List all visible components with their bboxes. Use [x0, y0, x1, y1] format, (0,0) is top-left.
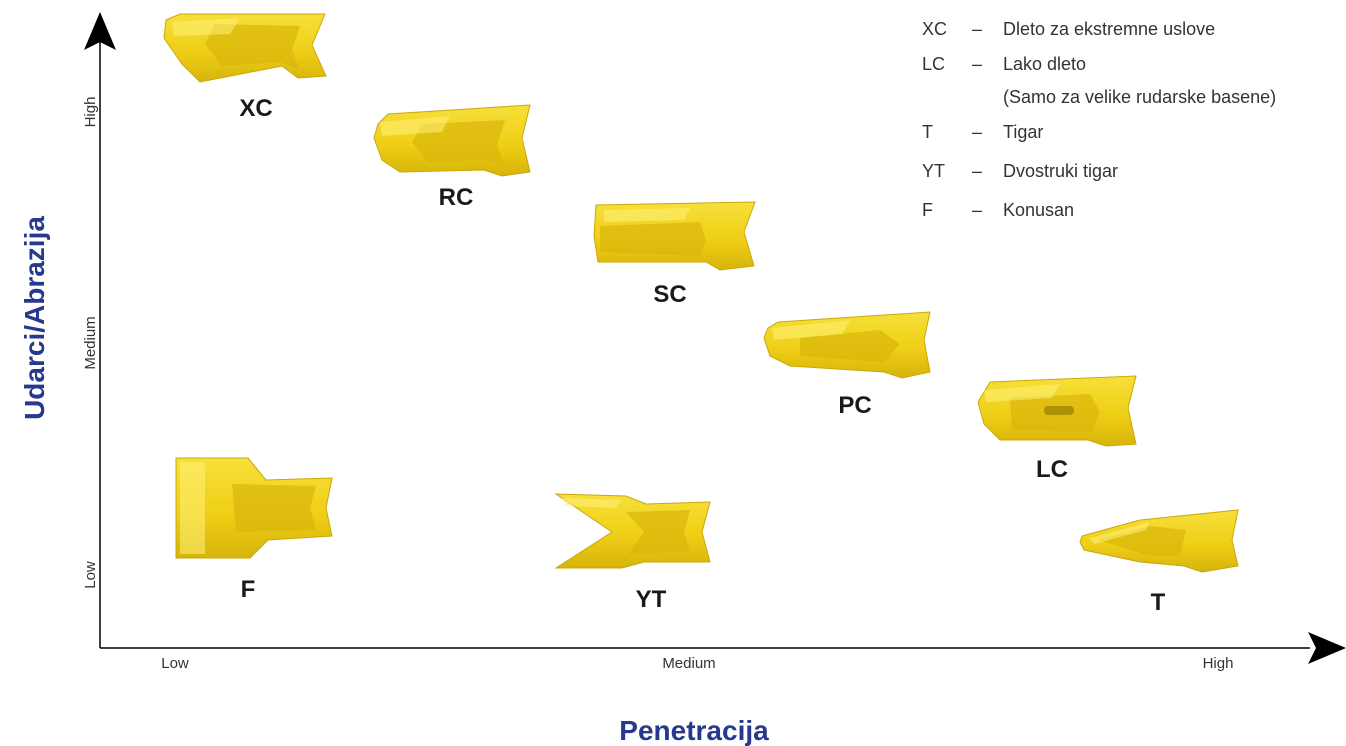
tooth-yt-label: YT — [636, 586, 667, 613]
legend-text-note: (Samo za velike rudarske basene) — [1003, 87, 1276, 107]
tooth-t: T — [1079, 509, 1239, 616]
y-tick-high: High — [82, 97, 99, 128]
x-axis-title: Penetracija — [619, 715, 769, 746]
legend-text: Konusan — [1003, 200, 1074, 220]
legend-dash: – — [972, 161, 982, 181]
x-axis-arrow-icon — [1308, 632, 1346, 664]
tooth-xc-label: XC — [239, 95, 272, 122]
x-tick-medium: Medium — [662, 655, 715, 672]
x-tick-low: Low — [161, 655, 189, 672]
legend-item-f: F – Konusan — [922, 200, 1074, 220]
legend-dash: – — [972, 122, 982, 142]
y-axis-arrow-icon — [84, 12, 116, 50]
tooth-rc-label: RC — [439, 184, 474, 211]
legend-text: Lako dleto — [1003, 54, 1086, 74]
legend-item-lc: LC – Lako dleto (Samo za velike rudarske… — [922, 54, 1276, 107]
tooth-pc-label: PC — [838, 392, 871, 419]
tooth-pc: PC — [763, 311, 931, 419]
tooth-f: F — [175, 457, 333, 603]
y-tick-medium: Medium — [82, 316, 99, 369]
tooth-yt: YT — [554, 493, 711, 613]
tooth-lc-label: LC — [1036, 456, 1068, 483]
legend-code: XC — [922, 19, 947, 39]
legend-text: Dvostruki tigar — [1003, 161, 1118, 181]
legend-item-t: T – Tigar — [922, 122, 1043, 142]
legend-code: YT — [922, 161, 945, 181]
tooth-sc-label: SC — [653, 281, 686, 308]
legend-text: Dleto za ekstremne uslove — [1003, 19, 1215, 39]
legend-item-xc: XC – Dleto za ekstremne uslove — [922, 19, 1215, 39]
legend-code: T — [922, 122, 933, 142]
x-tick-high: High — [1203, 655, 1234, 672]
tooth-lc: LC — [977, 375, 1137, 483]
tooth-sc: SC — [593, 201, 756, 308]
legend-dash: – — [972, 54, 982, 74]
legend: XC – Dleto za ekstremne uslove LC – Lako… — [922, 19, 1276, 220]
legend-dash: – — [972, 200, 982, 220]
legend-item-yt: YT – Dvostruki tigar — [922, 161, 1118, 181]
tooth-xc: XC — [163, 13, 327, 122]
legend-code: F — [922, 200, 933, 220]
legend-code: LC — [922, 54, 945, 74]
tooth-t-label: T — [1151, 589, 1166, 616]
y-axis-title: Udarci/Abrazija — [19, 216, 50, 420]
y-tick-low: Low — [82, 561, 99, 589]
tooth-rc: RC — [373, 104, 531, 211]
tooth-f-label: F — [241, 576, 256, 603]
legend-dash: – — [972, 19, 982, 39]
legend-text: Tigar — [1003, 122, 1043, 142]
